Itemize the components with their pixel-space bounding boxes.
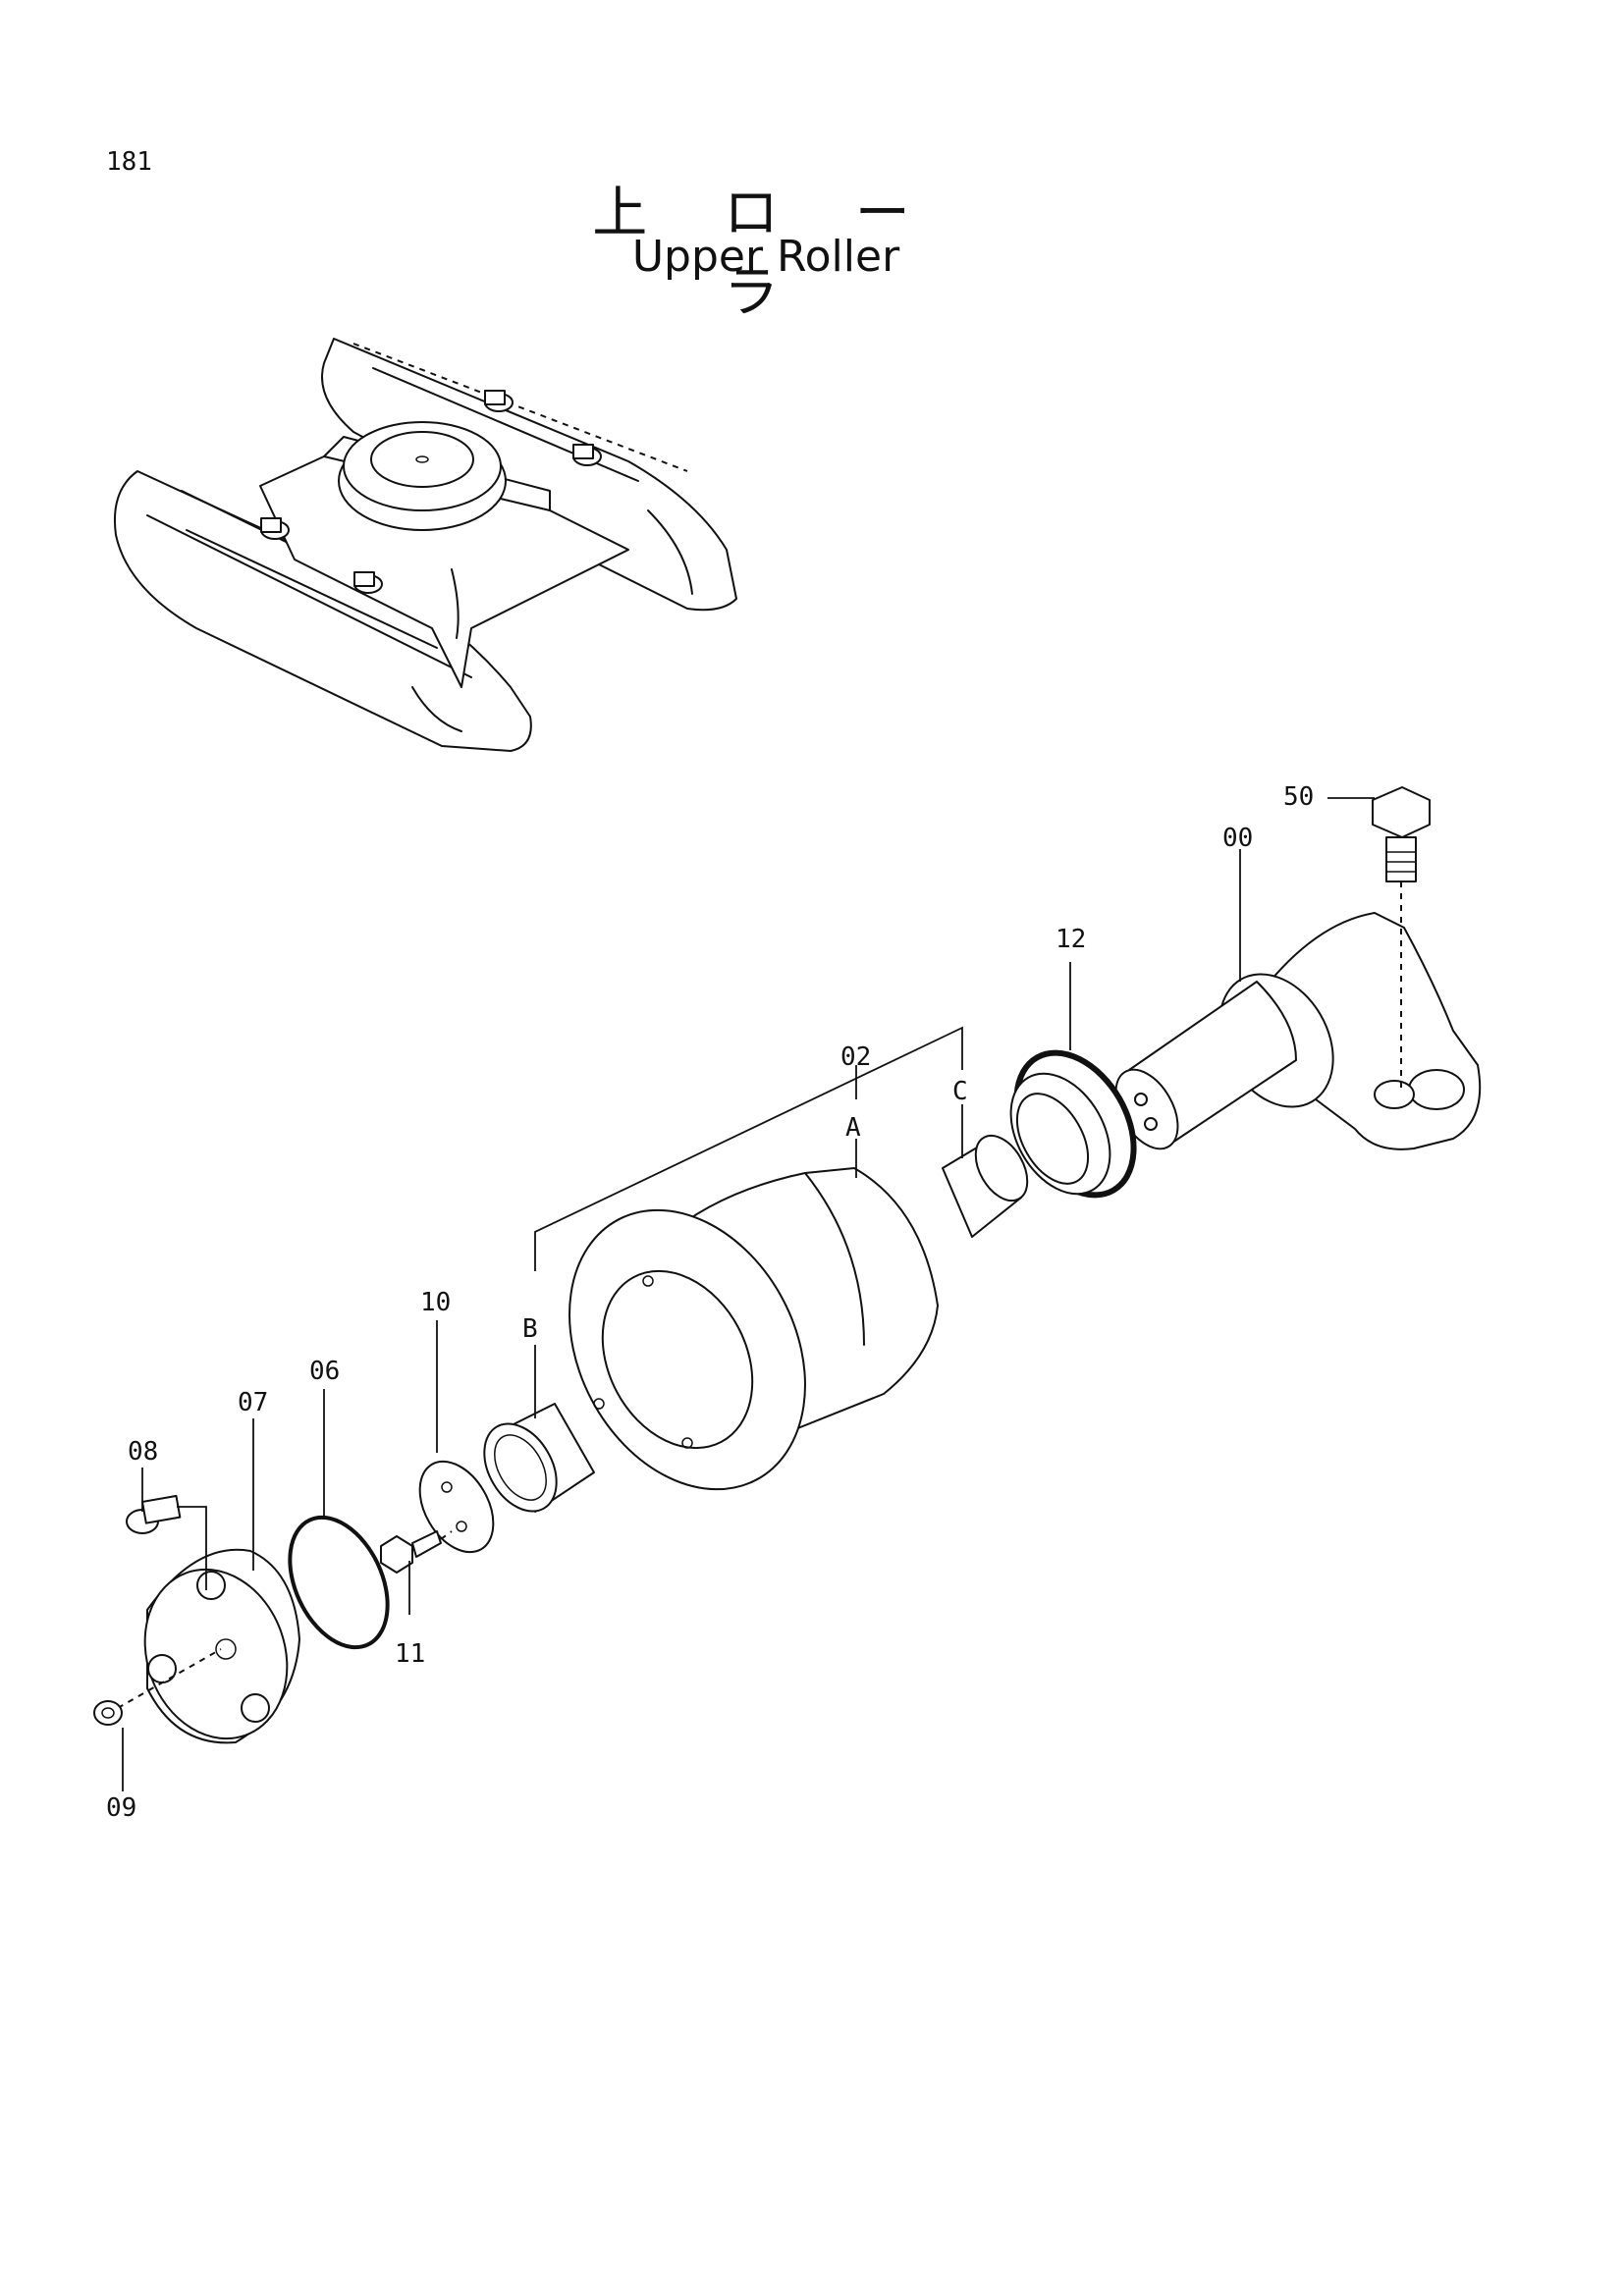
callout-10: 10: [420, 1288, 451, 1317]
callout-00: 00: [1222, 824, 1253, 853]
part-12-floating-seal: [1009, 1049, 1137, 1199]
upper-roller-marker-2: [572, 444, 602, 466]
part-50-bolt: [1372, 786, 1431, 1090]
part-06-o-ring: [288, 1515, 390, 1650]
upper-roller-marker-4: [353, 571, 383, 594]
title-english: Upper Roller: [631, 232, 900, 282]
part-bushing-b: [483, 1403, 595, 1513]
part-00-bracket-shaft: [1114, 912, 1482, 1150]
callout-a: A: [845, 1113, 861, 1143]
upper-roller-marker-1: [484, 390, 514, 412]
callout-50: 50: [1283, 782, 1314, 812]
callout-12: 12: [1056, 925, 1086, 954]
callout-07: 07: [238, 1388, 268, 1417]
callout-11: 11: [395, 1639, 425, 1669]
callout-06: 06: [309, 1357, 340, 1386]
callout-labels: 50 00 12 02 A C B 10 06 07 08 11 09: [106, 782, 1314, 1823]
callout-02: 02: [840, 1042, 871, 1072]
page-number: 181: [106, 147, 152, 177]
callout-08: 08: [128, 1437, 158, 1467]
undercarriage-overview: [114, 338, 737, 752]
part-11-bolt: [380, 1530, 453, 1574]
part-bushing-c: [942, 1134, 1029, 1238]
part-10-thrust-plate: [418, 1460, 495, 1554]
upper-roller-marker-3: [260, 517, 290, 540]
leader-lines: [122, 797, 1375, 1791]
part-07-cover: [117, 1548, 300, 1744]
part-08-bolt: [126, 1494, 207, 1590]
part-roller-body-a: [568, 1167, 939, 1491]
part-09-plug: [93, 1700, 123, 1726]
callout-b: B: [522, 1314, 538, 1344]
callout-c: C: [952, 1077, 968, 1106]
callout-09: 09: [106, 1793, 136, 1823]
title-japanese: 上 ロ ー ラ: [592, 182, 940, 325]
